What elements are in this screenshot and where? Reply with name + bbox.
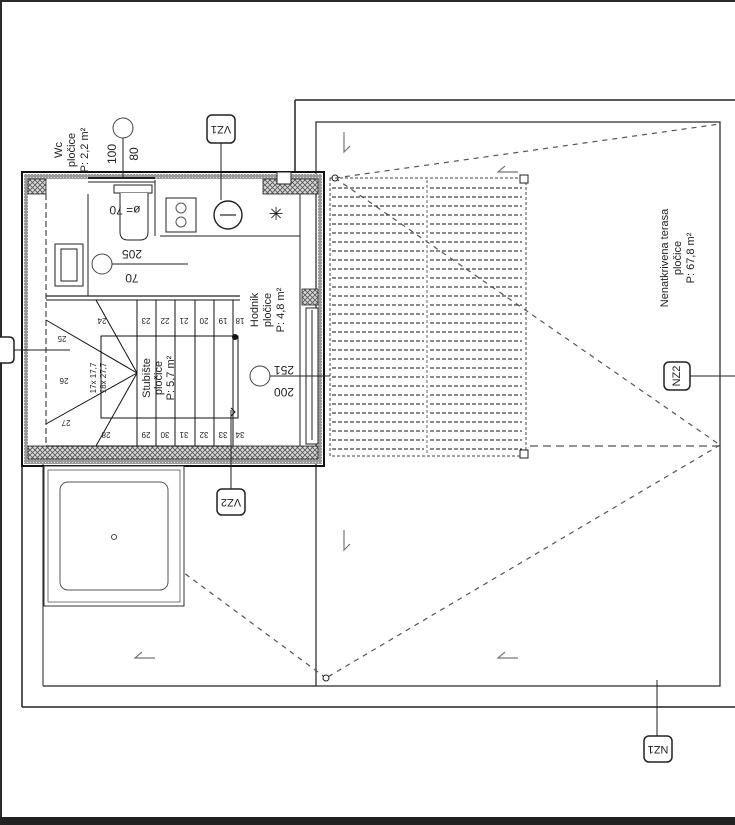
svg-text:30: 30	[160, 430, 169, 439]
dim-wc-door-w: 100	[105, 144, 119, 164]
light-fixture-icon: ✳	[268, 204, 283, 224]
svg-text:VZ1: VZ1	[211, 123, 231, 135]
svg-text:18x 27,7: 18x 27,7	[99, 362, 108, 393]
svg-text:VZ2: VZ2	[221, 496, 241, 508]
svg-text:17x 17,7: 17x 17,7	[89, 362, 98, 393]
svg-text:Stubište: Stubište	[141, 358, 153, 398]
svg-text:Hodnik: Hodnik	[249, 292, 261, 327]
svg-text:P: 2,2 m²: P: 2,2 m²	[79, 127, 91, 172]
wc-sink	[54, 243, 84, 287]
svg-text:pločice: pločice	[672, 241, 684, 275]
svg-text:P: 5,7 m²: P: 5,7 m²	[165, 355, 177, 400]
svg-text:22: 22	[160, 316, 169, 325]
room-label-hodnik: Hodnik pločice P: 4,8 m²	[249, 287, 287, 332]
dim-window-70: 70	[125, 271, 139, 285]
opening-markers	[91, 117, 330, 387]
room-label-stubiste: Stubište pločice P: 5,7 m²	[141, 355, 177, 400]
stair-info: 17x 17,7 18x 27,7	[89, 362, 108, 393]
svg-text:20: 20	[199, 316, 208, 325]
section-tag-vz2: VZ2	[216, 410, 246, 516]
svg-text:33: 33	[218, 430, 227, 439]
viewer-frame-top	[0, 0, 735, 2]
svg-text:pločice: pločice	[153, 361, 165, 395]
viewer-frame-bottom	[0, 817, 735, 825]
svg-text:31: 31	[179, 430, 188, 439]
dim-door-251: 251	[274, 363, 294, 377]
room-label-terasa: Nenatkrivena terasa pločice P: 67,8 m²	[659, 208, 697, 307]
svg-text:21: 21	[179, 316, 188, 325]
svg-text:26: 26	[59, 376, 68, 385]
section-tag-nz2: NZ2	[663, 361, 735, 391]
svg-text:32: 32	[199, 430, 208, 439]
svg-text:28: 28	[101, 430, 110, 439]
room-label-wc: Wc pločice P: 2,2 m²	[53, 127, 91, 172]
building-walls	[21, 171, 325, 467]
svg-text:18: 18	[235, 316, 244, 325]
wc-toilet	[113, 184, 153, 241]
svg-text:P: 67,8 m²: P: 67,8 m²	[685, 232, 697, 283]
dim-wc-door-h: 80	[127, 147, 141, 161]
svg-text:NZ2: NZ2	[671, 366, 683, 387]
svg-text:Nenatkrivena terasa: Nenatkrivena terasa	[659, 208, 671, 307]
staircase	[45, 299, 240, 447]
section-tag-left-partial	[0, 336, 70, 364]
svg-text:Wc: Wc	[53, 142, 65, 158]
svg-text:P: 4,8 m²: P: 4,8 m²	[275, 287, 287, 332]
section-tag-nz1: NZ1	[643, 680, 673, 763]
svg-text:34: 34	[235, 430, 244, 439]
svg-text:19: 19	[218, 316, 227, 325]
svg-text:25: 25	[57, 334, 66, 343]
washing-machine	[165, 197, 197, 233]
dim-wc-fixture: ø= 70	[109, 203, 140, 217]
stair-step-numbers: 23 22 21 20 19 18 28 29 30 31 32 33 34 2…	[57, 316, 244, 439]
pergola-grid	[329, 174, 529, 459]
svg-text:NZ1: NZ1	[648, 743, 669, 755]
svg-text:pločice: pločice	[262, 293, 274, 327]
svg-text:24: 24	[97, 316, 106, 325]
svg-text:27: 27	[61, 418, 70, 427]
boiler	[213, 200, 243, 230]
svg-text:pločice: pločice	[66, 133, 78, 167]
slope-arrows	[133, 132, 518, 659]
drain-point	[322, 674, 330, 682]
viewer-frame-left	[0, 0, 2, 825]
section-tag-vz1: VZ1	[206, 114, 236, 200]
svg-text:29: 29	[141, 430, 150, 439]
dim-door-200: 200	[274, 385, 294, 399]
svg-text:23: 23	[141, 316, 150, 325]
dim-window-205: 205	[122, 247, 142, 261]
shower-tray	[43, 465, 185, 607]
